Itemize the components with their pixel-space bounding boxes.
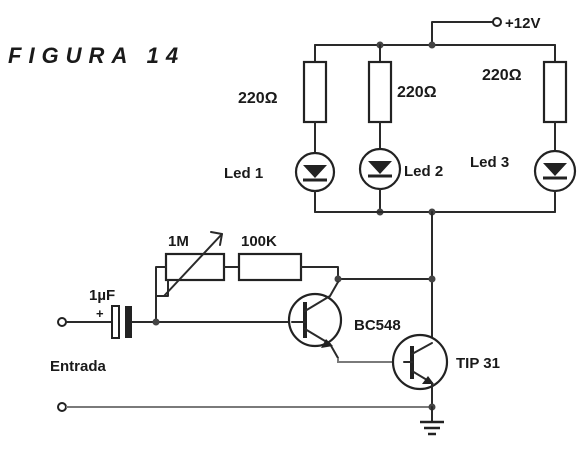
junction-dot — [428, 41, 436, 49]
figure-title: FIGURA 14 — [8, 43, 185, 68]
resistor-r2 — [367, 60, 393, 124]
trimmer-arrow — [163, 233, 223, 297]
input-label: Entrada — [50, 358, 107, 375]
led-3-label: Led 3 — [470, 154, 509, 171]
input-terminal — [57, 317, 67, 327]
capacitor-plate-negative — [125, 306, 132, 338]
led-2-label: Led 2 — [404, 163, 443, 180]
supply-lead — [431, 21, 494, 46]
transistor-bc548-label: BC548 — [354, 317, 401, 334]
diode-arrow — [303, 165, 327, 178]
supply-terminal — [492, 17, 502, 27]
fixed-resistor — [237, 252, 303, 282]
capacitor-polarity: + — [96, 306, 104, 321]
transistor-bc548 — [287, 292, 343, 348]
ground-icon — [420, 420, 444, 436]
resistor-r3 — [542, 60, 568, 124]
resistor-r3-label: 220Ω — [482, 67, 522, 84]
resistor-r2-label: 220Ω — [397, 84, 437, 101]
emitter-base-link — [337, 358, 404, 363]
ground-terminal — [57, 402, 67, 412]
capacitor-label: 1µF — [89, 287, 115, 304]
diode-arrow — [368, 161, 392, 174]
trimmer-resistor — [164, 252, 226, 282]
transistor-tip31 — [391, 333, 449, 391]
led-1-label: Led 1 — [224, 165, 263, 182]
trimmer-label: 1M — [168, 233, 189, 250]
resistor-r1 — [302, 60, 328, 124]
transistor-tip31-label: TIP 31 — [456, 355, 500, 372]
diode-arrow — [543, 163, 567, 176]
supply-label: +12V — [505, 15, 540, 32]
fixed-resistor-label: 100K — [241, 233, 277, 250]
resistor-r1-label: 220Ω — [238, 90, 278, 107]
capacitor-plate-positive — [111, 305, 120, 339]
